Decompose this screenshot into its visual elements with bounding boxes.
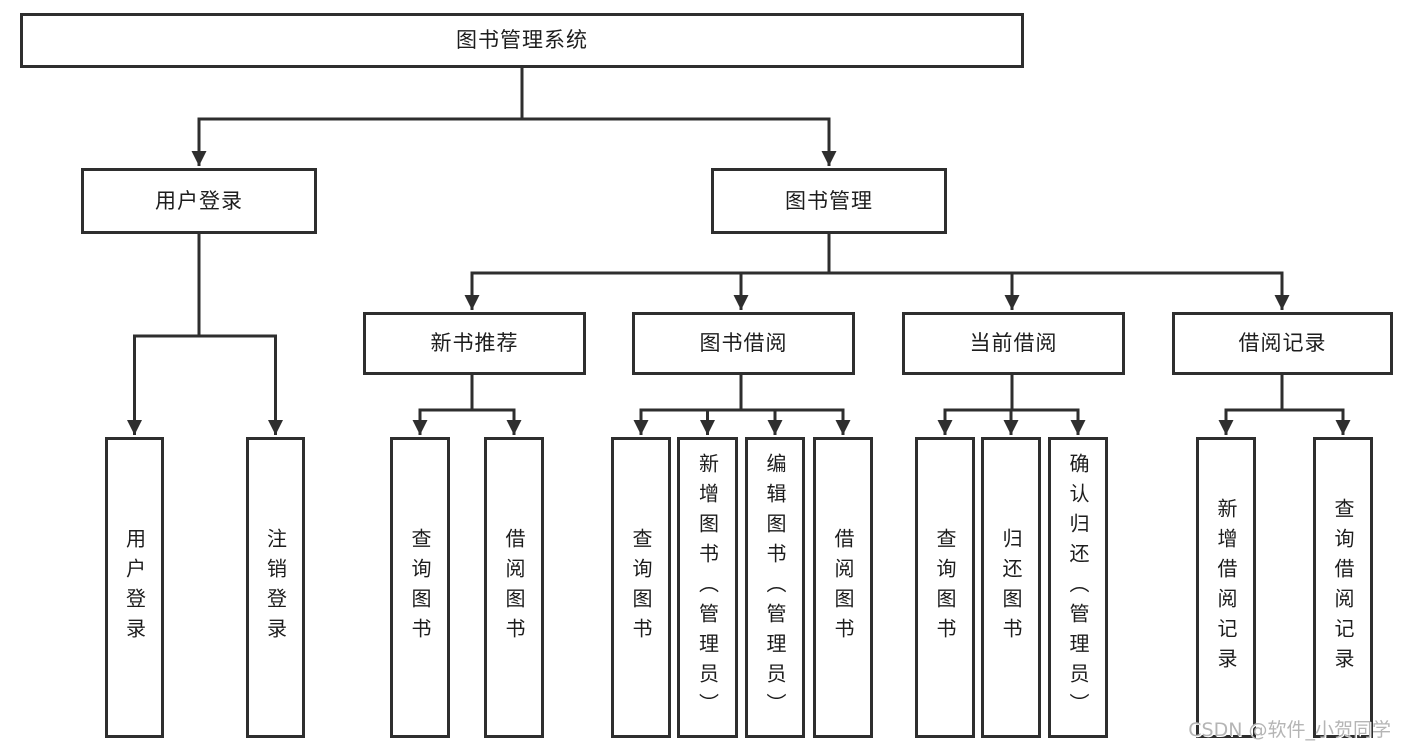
- leaf-current-query-books-label: 查询图书: [933, 527, 957, 648]
- leaf-current-confirm-return-admin-label: 确认归还（管理员）: [1066, 452, 1090, 723]
- leaf-records-add-borrow-record: 新增借阅记录: [1196, 437, 1256, 738]
- leaf-records-add-borrow-record-label: 新增借阅记录: [1214, 497, 1238, 678]
- node-new-book-recommend: 新书推荐: [363, 312, 586, 375]
- leaf-borrowing-query-books-label: 查询图书: [629, 527, 653, 648]
- leaf-records-query-borrow-record: 查询借阅记录: [1313, 437, 1373, 738]
- leaf-current-query-books: 查询图书: [915, 437, 975, 738]
- leaf-logout: 注销登录: [246, 437, 305, 738]
- leaf-borrowing-borrow-books: 借阅图书: [813, 437, 873, 738]
- leaf-logout-label: 注销登录: [263, 527, 288, 648]
- leaf-recommend-borrow-books-label: 借阅图书: [502, 527, 526, 648]
- node-user-login: 用户登录: [81, 168, 317, 234]
- leaf-borrowing-edit-book-admin: 编辑图书（管理员）: [745, 437, 805, 738]
- node-root: 图书管理系统: [20, 13, 1024, 68]
- node-new-book-recommend-label: 新书推荐: [430, 331, 519, 355]
- node-root-label: 图书管理系统: [456, 28, 588, 52]
- node-book-borrowing: 图书借阅: [632, 312, 855, 375]
- node-current-borrowing-label: 当前借阅: [969, 331, 1058, 355]
- node-borrowing-records-label: 借阅记录: [1238, 331, 1327, 355]
- leaf-current-return-books: 归还图书: [981, 437, 1041, 738]
- leaf-borrowing-borrow-books-label: 借阅图书: [831, 527, 855, 648]
- leaf-borrowing-query-books: 查询图书: [611, 437, 671, 738]
- leaf-records-query-borrow-record-label: 查询借阅记录: [1331, 497, 1355, 678]
- leaf-user-login-label: 用户登录: [122, 527, 147, 648]
- leaf-borrowing-edit-book-admin-label: 编辑图书（管理员）: [763, 452, 787, 723]
- leaf-user-login: 用户登录: [105, 437, 164, 738]
- node-user-login-label: 用户登录: [155, 188, 243, 213]
- node-borrowing-records: 借阅记录: [1172, 312, 1393, 375]
- leaf-recommend-borrow-books: 借阅图书: [484, 437, 544, 738]
- node-book-management-label: 图书管理: [785, 188, 873, 213]
- leaf-borrowing-add-book-admin: 新增图书（管理员）: [677, 437, 738, 738]
- node-current-borrowing: 当前借阅: [902, 312, 1125, 375]
- leaf-current-return-books-label: 归还图书: [999, 527, 1023, 648]
- leaf-current-confirm-return-admin: 确认归还（管理员）: [1048, 437, 1108, 738]
- node-book-borrowing-label: 图书借阅: [699, 331, 788, 355]
- csdn-watermark: CSDN @软件_小贺同学: [1188, 719, 1391, 741]
- leaf-borrowing-add-book-admin-label: 新增图书（管理员）: [695, 452, 720, 723]
- node-book-management: 图书管理: [711, 168, 947, 234]
- leaf-recommend-query-books: 查询图书: [390, 437, 450, 738]
- leaf-recommend-query-books-label: 查询图书: [408, 527, 432, 648]
